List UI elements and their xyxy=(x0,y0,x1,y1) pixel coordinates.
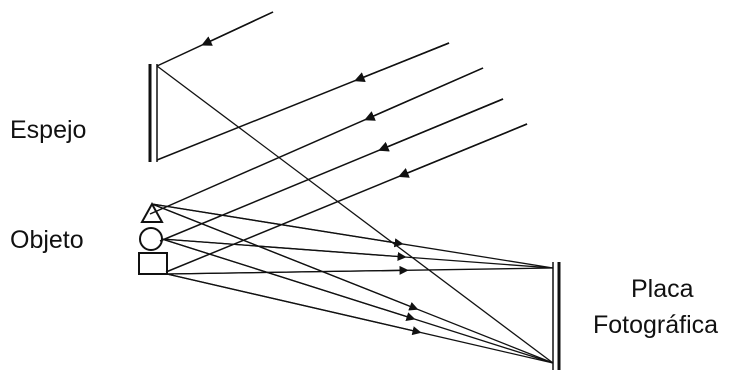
incoming-beam-3-arrow xyxy=(368,68,483,119)
plate-label-line2: Fotográfica xyxy=(593,311,718,339)
incoming-beam-2-arrow xyxy=(358,43,449,80)
object-beam-4-arrow xyxy=(162,239,412,318)
incoming-beam-1-arrow xyxy=(205,12,273,44)
circle-shape xyxy=(140,228,162,250)
plate-label-line1: Placa xyxy=(631,275,694,303)
square-shape xyxy=(139,253,167,274)
incoming-beam-5-arrow xyxy=(402,124,527,175)
object-beam-3-arrow xyxy=(162,239,403,257)
photographic-plate xyxy=(553,262,559,370)
object-beam-2-arrow xyxy=(152,204,415,308)
object-beam-5-arrow xyxy=(167,270,405,274)
object-label: Objeto xyxy=(10,226,84,254)
object-beam-1-arrow xyxy=(152,204,400,244)
mirror-label: Espejo xyxy=(10,116,86,144)
object-beam-6-arrow xyxy=(167,274,418,332)
incoming-beams xyxy=(150,12,527,272)
mirror xyxy=(150,64,157,162)
object-beams xyxy=(152,204,553,363)
